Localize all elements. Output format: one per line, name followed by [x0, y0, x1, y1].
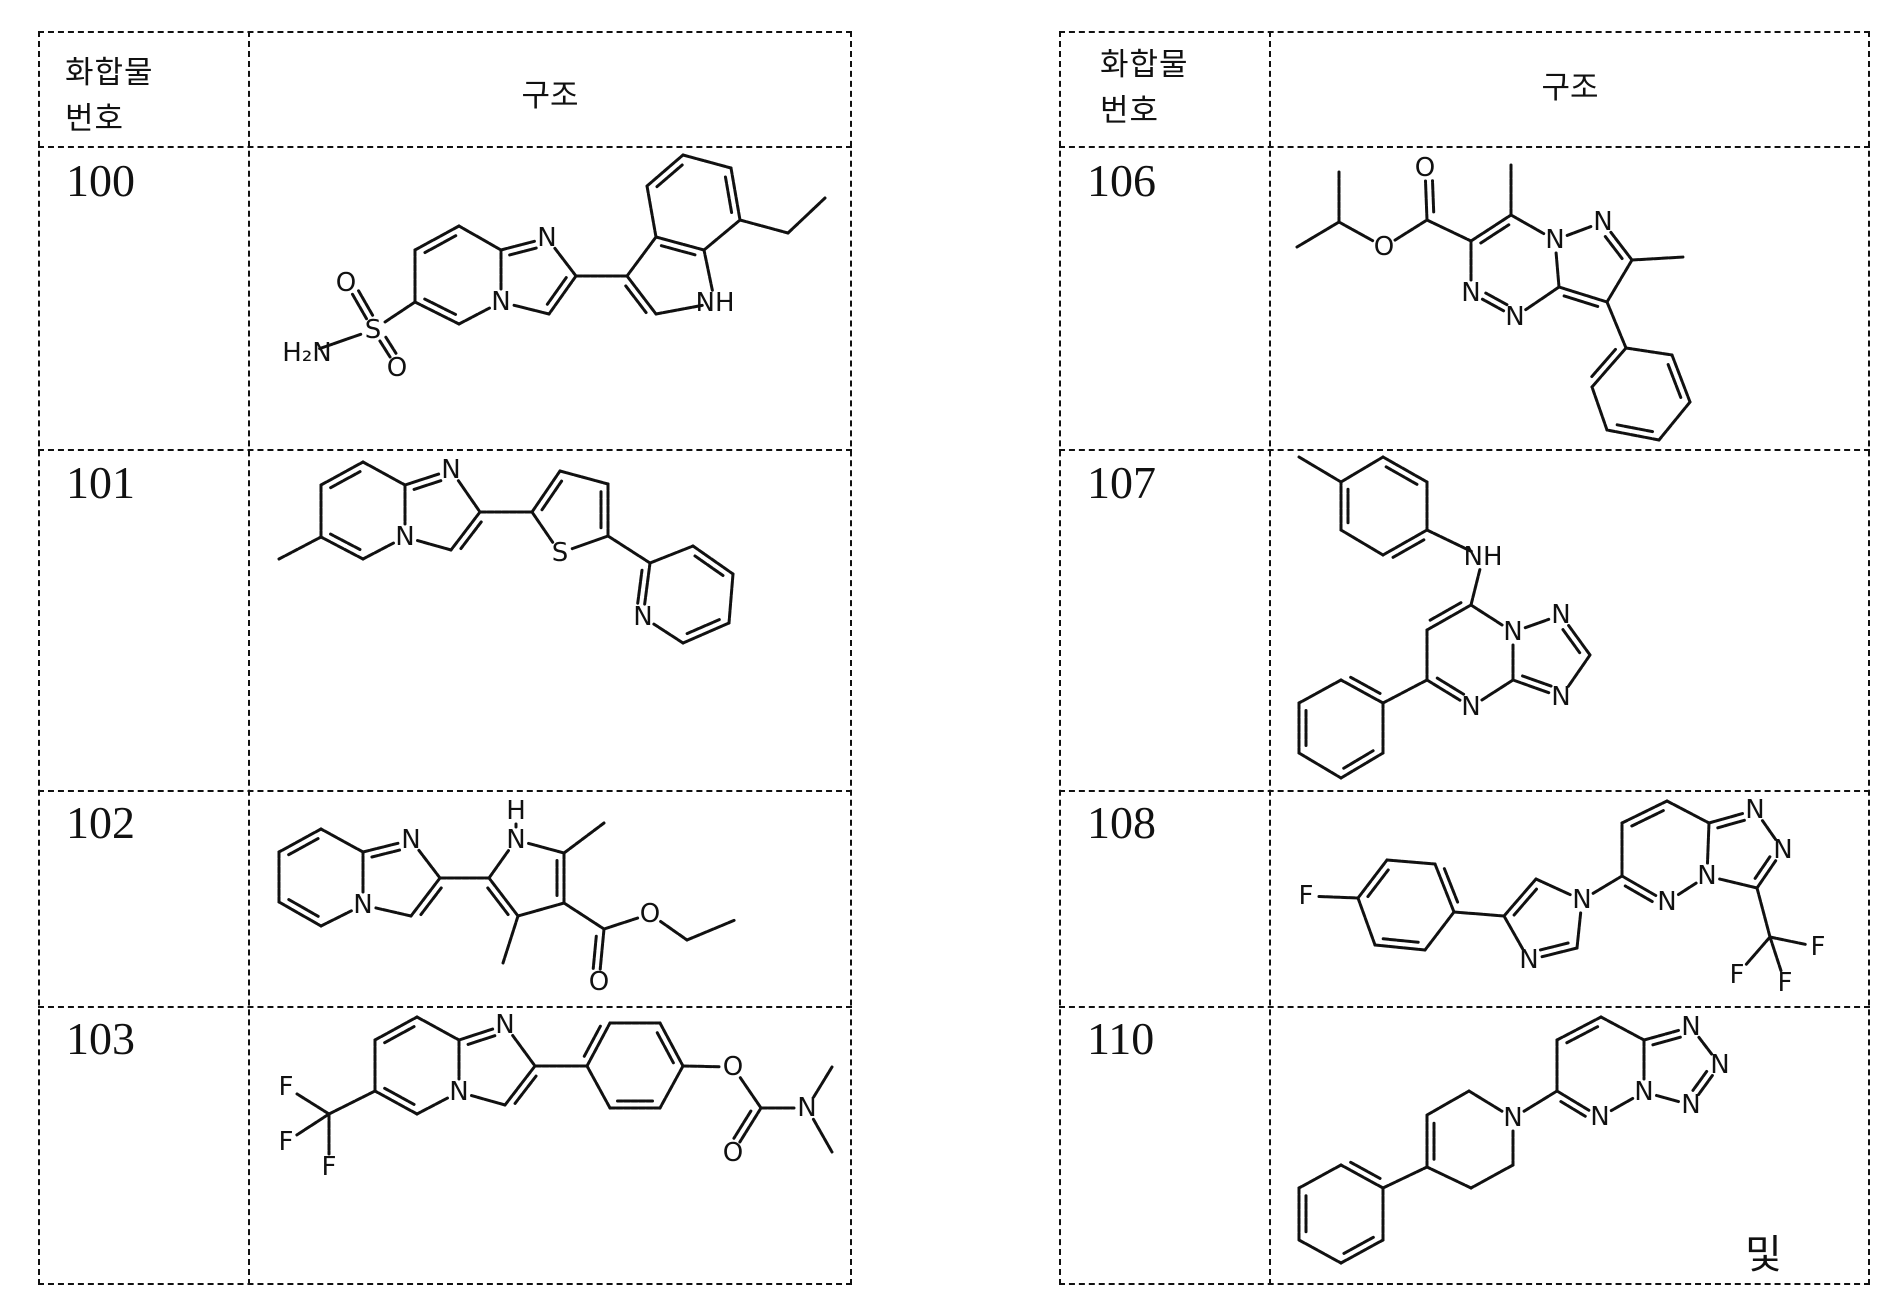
header-compound-number-left: 화합물 번호	[65, 50, 154, 142]
compound-number: 102	[66, 797, 135, 848]
compound-number: 103	[66, 1013, 135, 1064]
compound-number: 100	[66, 155, 135, 206]
conjunction-and-label: 및	[1745, 1232, 1782, 1278]
header-divider-right	[1059, 146, 1870, 148]
row-divider-left-1	[38, 449, 852, 451]
row-divider-right-3	[1059, 1006, 1870, 1008]
column-divider-left	[248, 31, 250, 1285]
compound-table-left	[38, 31, 852, 1285]
header-divider-left	[38, 146, 852, 148]
header-number-line2: 번호	[65, 101, 125, 137]
compound-number: 101	[66, 457, 135, 508]
compound-number: 106	[1087, 155, 1156, 206]
column-divider-right	[1269, 31, 1271, 1285]
row-divider-left-3	[38, 1006, 852, 1008]
row-divider-left-2	[38, 790, 852, 792]
compound-number: 108	[1087, 797, 1156, 848]
compound-table-right	[1059, 31, 1870, 1285]
header-structure-left: 구조	[521, 78, 579, 114]
header-structure-right: 구조	[1541, 70, 1599, 106]
header-compound-number-right: 화합물 번호	[1100, 42, 1189, 134]
row-divider-right-2	[1059, 790, 1870, 792]
compound-number: 107	[1087, 457, 1156, 508]
header-number-line1: 화합물	[65, 55, 154, 91]
header-number-line2: 번호	[1100, 93, 1160, 129]
compound-number: 110	[1087, 1013, 1155, 1064]
header-number-line1: 화합물	[1100, 47, 1189, 83]
row-divider-right-1	[1059, 449, 1870, 451]
